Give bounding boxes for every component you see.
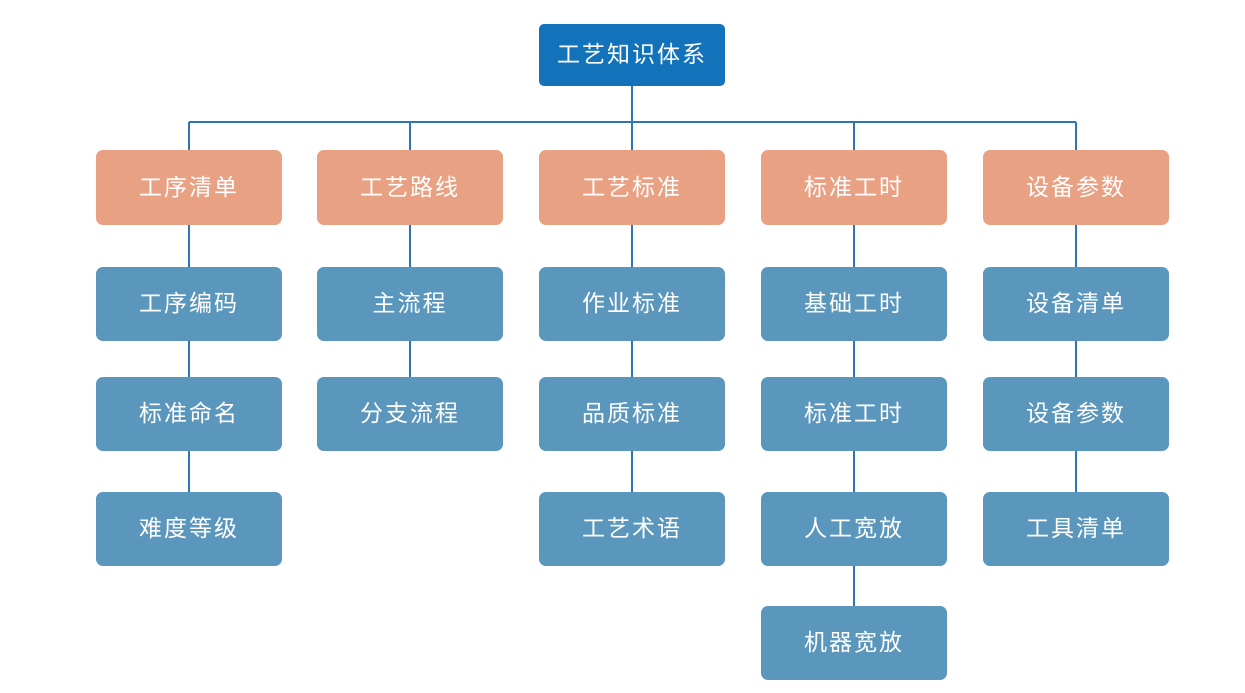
node-leaf-3-3[interactable]: 工艺术语 — [539, 492, 725, 566]
node-root[interactable]: 工艺知识体系 — [539, 24, 725, 86]
node-leaf-4-2[interactable]: 标准工时 — [761, 377, 947, 451]
node-leaf-5-3[interactable]: 工具清单 — [983, 492, 1169, 566]
node-leaf-1-3[interactable]: 难度等级 — [96, 492, 282, 566]
node-leaf-4-4[interactable]: 机器宽放 — [761, 606, 947, 680]
node-leaf-2-1[interactable]: 主流程 — [317, 267, 503, 341]
node-leaf-4-1[interactable]: 基础工时 — [761, 267, 947, 341]
node-leaf-5-2[interactable]: 设备参数 — [983, 377, 1169, 451]
node-leaf-5-1[interactable]: 设备清单 — [983, 267, 1169, 341]
node-branch-4[interactable]: 标准工时 — [761, 150, 947, 225]
node-branch-2[interactable]: 工艺路线 — [317, 150, 503, 225]
node-leaf-1-1[interactable]: 工序编码 — [96, 267, 282, 341]
node-branch-5[interactable]: 设备参数 — [983, 150, 1169, 225]
node-leaf-1-2[interactable]: 标准命名 — [96, 377, 282, 451]
node-leaf-2-2[interactable]: 分支流程 — [317, 377, 503, 451]
node-branch-3[interactable]: 工艺标准 — [539, 150, 725, 225]
node-leaf-4-3[interactable]: 人工宽放 — [761, 492, 947, 566]
node-branch-1[interactable]: 工序清单 — [96, 150, 282, 225]
node-leaf-3-2[interactable]: 品质标准 — [539, 377, 725, 451]
node-leaf-3-1[interactable]: 作业标准 — [539, 267, 725, 341]
